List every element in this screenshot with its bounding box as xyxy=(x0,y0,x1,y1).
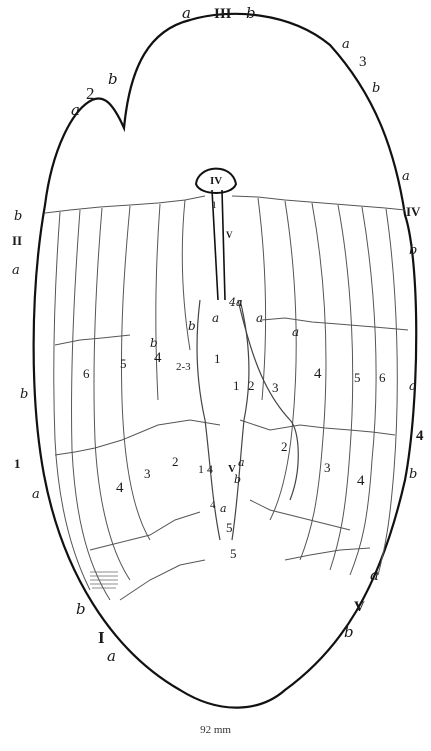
label-cap-IV: IV xyxy=(210,175,222,187)
label-mid-b: b xyxy=(188,319,196,333)
label-br-V: V xyxy=(354,599,365,615)
label-bl-I: I xyxy=(98,628,105,647)
label-low-4l: 4 xyxy=(116,480,124,496)
label-tr-a: a xyxy=(342,37,350,52)
left-cell-walls xyxy=(54,200,190,600)
label-row-4r: 4 xyxy=(314,366,322,382)
label-mid-a3: a xyxy=(292,325,299,339)
label-row-6r: 6 xyxy=(379,370,386,385)
label-row-4: 4 xyxy=(154,350,162,366)
label-low-b: b xyxy=(234,473,241,486)
label-row-2-3: 2-3 xyxy=(176,361,191,373)
label-left-a2: a xyxy=(32,487,40,502)
label-cap-V: V xyxy=(226,230,233,240)
label-cap-1: 1 xyxy=(212,200,217,210)
label-right-a2: a xyxy=(409,379,417,394)
label-top-a: a xyxy=(182,4,191,22)
label-bl-a: a xyxy=(107,647,116,665)
apical-line-right xyxy=(222,190,225,300)
label-tr-3: 3 xyxy=(359,54,367,70)
label-right-b: b xyxy=(409,243,417,258)
scale-caption: 92 mm xyxy=(0,724,431,736)
label-mid-1: 1 xyxy=(214,351,221,366)
labels: a III b a 3 b 2 b a IV 1 V b II a a IV b… xyxy=(12,4,424,665)
label-right-b2: b xyxy=(409,467,417,482)
label-row-1b: 1 xyxy=(233,378,240,393)
label-right-4: 4 xyxy=(416,428,424,444)
label-low-14: 1 4 xyxy=(198,462,213,476)
label-low-3l: 3 xyxy=(144,466,151,481)
label-left-a: a xyxy=(12,263,20,278)
label-left-II: II xyxy=(12,233,22,248)
right-cell-walls xyxy=(258,198,397,575)
label-right-a: a xyxy=(402,169,410,184)
label-top-b: b xyxy=(246,4,256,22)
label-low-2r: 2 xyxy=(281,439,288,454)
label-mid-a2: a xyxy=(256,311,263,325)
hatched-patch xyxy=(90,572,118,588)
label-row-6: 6 xyxy=(83,366,90,381)
label-br-b: b xyxy=(344,623,354,641)
label-bl-b: b xyxy=(76,600,86,618)
label-left-1: 1 xyxy=(14,456,21,471)
label-tl-2: 2 xyxy=(86,84,95,103)
label-tr-b: b xyxy=(372,81,380,96)
label-row-2: 2 xyxy=(248,378,255,393)
label-low-3r: 3 xyxy=(324,460,331,475)
upper-cell-row xyxy=(45,196,405,213)
label-low-a2: a xyxy=(220,502,227,515)
label-low-a: a xyxy=(238,456,245,469)
label-low-5b: 5 xyxy=(230,546,237,561)
label-low-4r: 4 xyxy=(357,473,365,489)
label-left-b: b xyxy=(14,209,22,224)
label-row-5: 5 xyxy=(120,356,127,371)
label-mid-a1: a xyxy=(212,311,219,325)
label-mid-4a: 4a xyxy=(228,296,243,309)
label-right-IV: IV xyxy=(406,204,421,219)
label-br-a: a xyxy=(370,566,379,584)
label-low-2l: 2 xyxy=(172,454,179,469)
label-left-b2: b xyxy=(20,387,28,402)
label-row-5r: 5 xyxy=(354,370,361,385)
label-top-III: III xyxy=(214,6,232,22)
label-tl-a: a xyxy=(71,101,80,119)
label-low-4a: 4 xyxy=(210,499,216,511)
label-tl-b: b xyxy=(108,70,118,88)
label-low-5: 5 xyxy=(226,520,233,535)
label-mid-b2: b xyxy=(150,336,158,350)
label-row-3: 3 xyxy=(272,380,279,395)
